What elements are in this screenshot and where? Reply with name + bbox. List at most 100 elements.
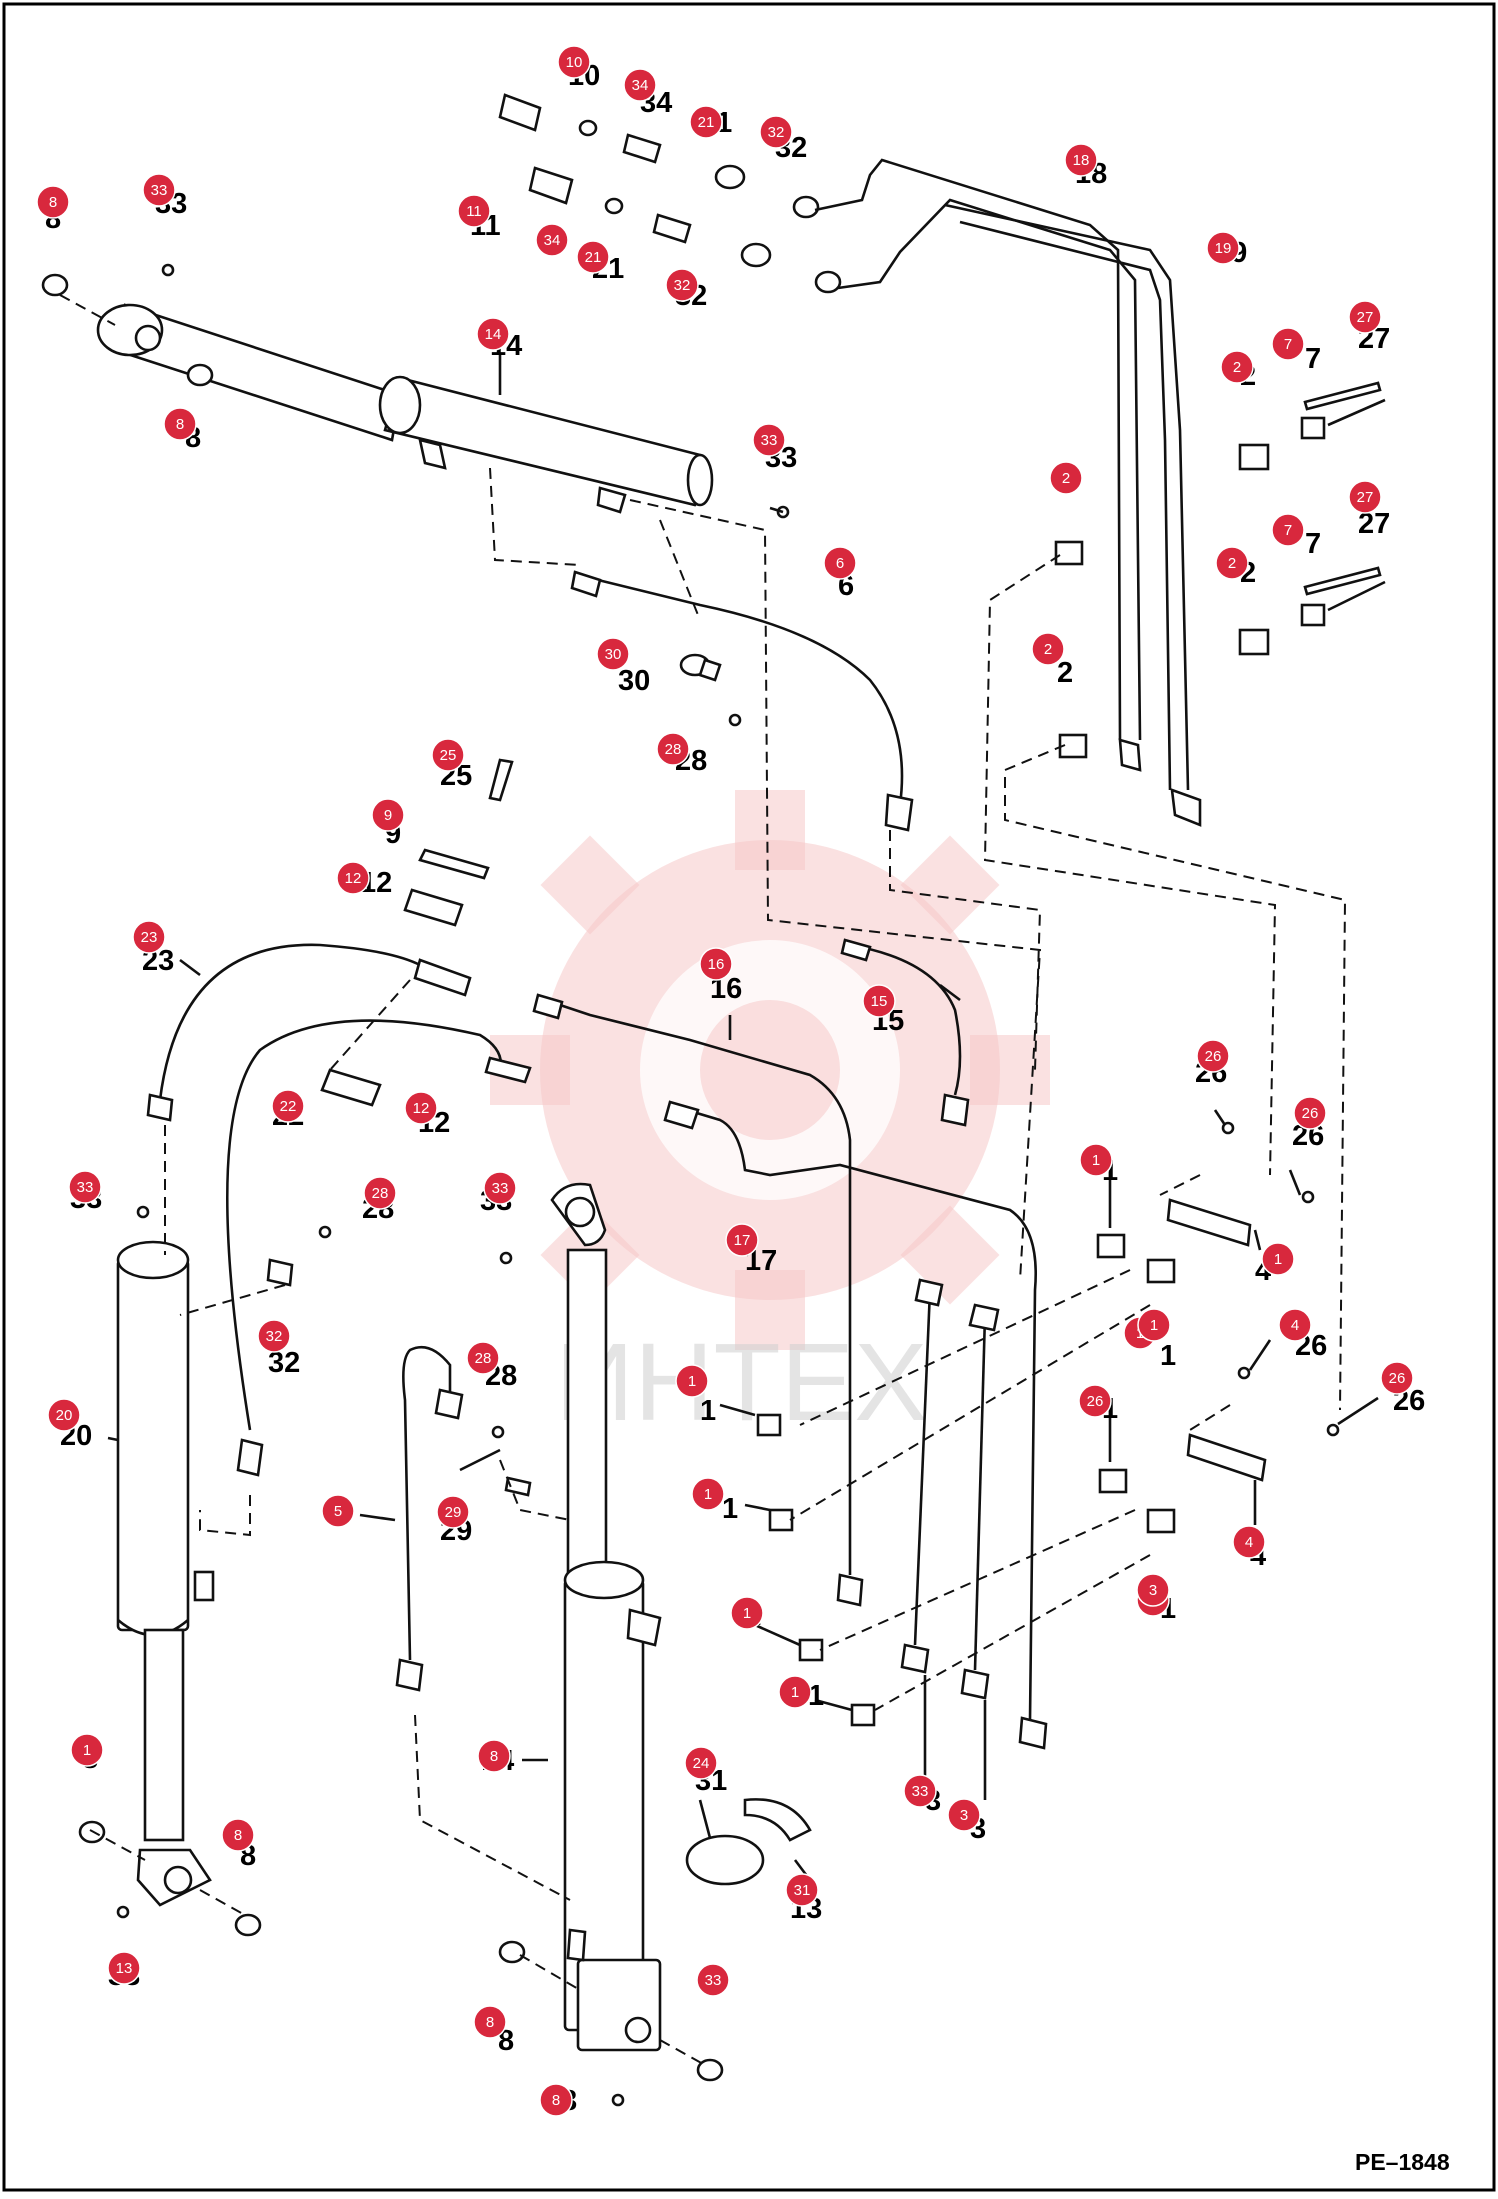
callout-bubble-1: 1 — [1079, 1143, 1113, 1177]
callout-bubble-3: 3 — [1136, 1573, 1170, 1607]
fitting-30 — [679, 653, 742, 727]
callout-bubble-22: 22 — [271, 1089, 305, 1123]
callout-label: 20 — [56, 1407, 73, 1424]
callout-bubble-18: 18 — [1064, 143, 1098, 177]
callout-label: 17 — [734, 1232, 751, 1249]
callout-bubble-32: 32 — [665, 268, 699, 302]
callout-label: 4 — [1245, 1534, 1253, 1551]
callout-bubble-23: 23 — [132, 920, 166, 954]
clamps-1-plates-4 — [756, 1198, 1267, 1727]
callout-bubble-2: 2 — [1215, 546, 1249, 580]
callout-bubble-32: 32 — [257, 1319, 291, 1353]
callout-label: 30 — [605, 646, 622, 663]
callout-bubble-19: 19 — [1206, 231, 1240, 265]
callout-label: 29 — [445, 1504, 462, 1521]
callout-bubble-12: 12 — [404, 1091, 438, 1125]
callout-bubble-26: 26 — [1293, 1096, 1327, 1130]
callout-label: 1 — [704, 1486, 712, 1503]
callout-bubble-33: 33 — [903, 1774, 937, 1808]
callout-bubble-21: 21 — [689, 105, 723, 139]
fitting-cluster-top — [498, 93, 842, 294]
hose-23 — [146, 943, 472, 1122]
callout-bubble-5: 5 — [321, 1494, 355, 1528]
callout-label: 1 — [743, 1605, 751, 1622]
assembly-dash-lines — [59, 294, 1347, 2066]
callout-label: 31 — [794, 1882, 811, 1899]
callout-bubble-24: 24 — [684, 1746, 718, 1780]
callout-label: 1 — [1274, 1251, 1282, 1268]
callout-label: 8 — [552, 2092, 560, 2109]
callout-bubble-21: 21 — [576, 240, 610, 274]
callout-label: 18 — [1073, 152, 1090, 169]
callout-bubble-33: 33 — [696, 1963, 730, 1997]
callout-bubble-8: 8 — [473, 2005, 507, 2039]
callout-label: 10 — [566, 54, 583, 71]
callout-label: 32 — [674, 277, 691, 294]
leader-lines — [107, 355, 1379, 1881]
callout-label: 2 — [1233, 359, 1241, 376]
callout-bubble-2: 2 — [1049, 461, 1083, 495]
callout-bubble-27: 27 — [1348, 480, 1382, 514]
svg-text:7: 7 — [1305, 528, 1321, 560]
callout-label: 33 — [912, 1783, 929, 1800]
callout-label: 2 — [1228, 555, 1236, 572]
callout-bubble-26: 26 — [1196, 1039, 1230, 1073]
callout-bubble-1: 1 — [675, 1364, 709, 1398]
callout-bubble-33: 33 — [68, 1170, 102, 1204]
callout-bubble-12: 12 — [336, 861, 370, 895]
callout-bubble-26: 26 — [1078, 1384, 1112, 1418]
callout-label: 1 — [791, 1684, 799, 1701]
callout-bubble-33: 33 — [483, 1171, 517, 1205]
callout-bubble-17: 17 — [725, 1223, 759, 1257]
callout-label: 32 — [768, 124, 785, 141]
callout-bubble-10: 10 — [557, 45, 591, 79]
callout-label: 19 — [1215, 240, 1232, 257]
callout-bubble-25: 25 — [431, 738, 465, 772]
callout-bubble-28: 28 — [656, 732, 690, 766]
callout-label: 1 — [1092, 1152, 1100, 1169]
callout-bubble-8: 8 — [163, 407, 197, 441]
callout-label: 33 — [761, 432, 778, 449]
callout-bubble-15: 15 — [862, 984, 896, 1018]
callout-label: 8 — [490, 1748, 498, 1765]
watermark-gear-logo — [490, 790, 1050, 1350]
callout-bubble-6: 6 — [823, 546, 857, 580]
callout-label: 7 — [1284, 336, 1292, 353]
callout-bubble-1: 1 — [70, 1733, 104, 1767]
svg-text:2: 2 — [1057, 657, 1073, 689]
callout-label: 34 — [544, 232, 561, 249]
steel-tube-19 — [944, 203, 1202, 827]
callout-bubble-16: 16 — [699, 947, 733, 981]
callout-bubble-8: 8 — [36, 185, 70, 219]
svg-text:1: 1 — [1160, 1340, 1176, 1372]
callout-label: 8 — [49, 194, 57, 211]
callout-label: 3 — [1149, 1582, 1157, 1599]
callout-label: 1 — [1150, 1317, 1158, 1334]
callout-label: 26 — [1205, 1048, 1222, 1065]
callout-label: 28 — [475, 1350, 492, 1367]
callout-bubble-20: 20 — [47, 1398, 81, 1432]
callout-label: 34 — [632, 77, 649, 94]
o-rings-fasteners — [41, 263, 1382, 2107]
tube-16 — [532, 993, 864, 1607]
hose-22 — [225, 1019, 532, 1477]
callout-bubble-2: 2 — [1031, 632, 1065, 666]
callout-bubble-26: 26 — [1380, 1361, 1414, 1395]
callout-bubble-8: 8 — [539, 2083, 573, 2117]
callout-label: 1 — [83, 1742, 91, 1759]
callout-bubble-30: 30 — [596, 637, 630, 671]
callout-bubble-7: 7 — [1271, 327, 1305, 361]
callout-label: 6 — [836, 555, 844, 572]
callout-bubble-2: 2 — [1220, 350, 1254, 384]
callout-label: 33 — [492, 1180, 509, 1197]
callout-bubble-4: 4 — [1232, 1525, 1266, 1559]
callout-label: 27 — [1357, 489, 1374, 506]
callout-label: 26 — [1302, 1105, 1319, 1122]
callout-bubble-27: 27 — [1348, 300, 1382, 334]
callout-label: 2 — [1044, 641, 1052, 658]
boom-cylinder-14 — [96, 303, 714, 514]
callout-bubble-8: 8 — [477, 1739, 511, 1773]
